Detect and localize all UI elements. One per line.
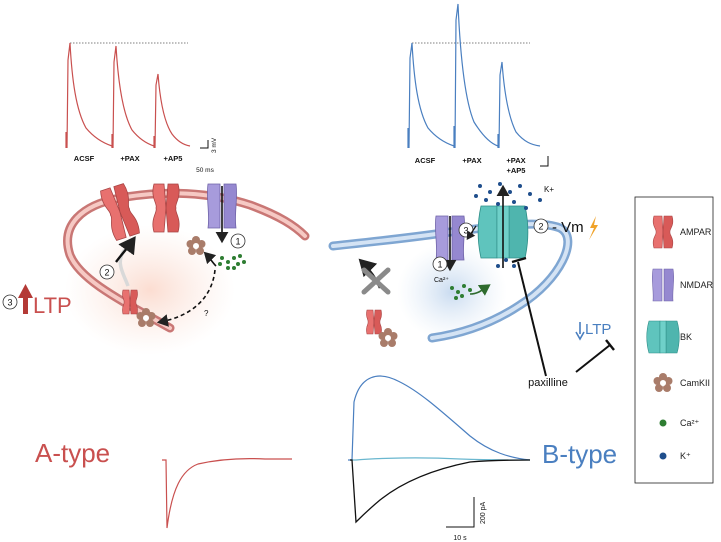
membrane-inner: [331, 222, 570, 340]
step-1-number: 1: [437, 260, 442, 270]
ampar-icon: [100, 183, 140, 241]
lightning-icon: [589, 216, 598, 240]
step-2-circle: [99, 264, 115, 280]
camkii-icon: [136, 308, 156, 327]
cross-icon: [361, 267, 391, 295]
k-label: K+: [544, 185, 554, 194]
step-2-number: 2: [104, 268, 109, 278]
inhibit-bar: [511, 256, 527, 264]
calcium-dots: [450, 284, 472, 300]
b-type-current-trace: B-type 200 pA 10 s: [348, 375, 617, 542]
paxilline-label: paxilline: [528, 377, 568, 389]
legend-label-nmdar: NMDAR: [680, 280, 713, 290]
trace-ap5: [153, 73, 191, 149]
a-type-spine: 1 ? 2 3 LTP: [2, 183, 310, 355]
ca-label: Ca²⁺: [434, 277, 449, 284]
scale-v-label: 3 mV: [211, 137, 218, 153]
ltp-step-number: 3: [7, 298, 12, 308]
cond-label-2: +PAX: [120, 154, 139, 163]
cond-label-2: +PAX: [462, 156, 481, 165]
current-trace-black: [350, 459, 531, 524]
cond-label-3: +AP5: [164, 154, 183, 163]
trafficking-arrow: [156, 269, 216, 327]
trace-acsf: [407, 42, 455, 149]
step-2-number: 2: [538, 222, 543, 232]
step-1-circle: [230, 233, 246, 249]
ampar-icon: [366, 309, 382, 335]
camkii-icon: [186, 236, 206, 255]
ltp-label: LTP: [33, 293, 72, 318]
trace-pax: [111, 45, 155, 149]
b-type-spine: 1 Ca²⁺ 3 K+ 2 - Vm: [328, 182, 615, 389]
step-2-circle: [533, 218, 549, 234]
arrow-up-icon: [18, 284, 33, 314]
scale-t-label: 10 s: [453, 535, 467, 542]
step-1-number: 1: [235, 237, 240, 247]
potassium-dot-icon: [659, 452, 667, 460]
ltp-label: LTP: [585, 321, 611, 338]
question-mark: ?: [204, 309, 209, 318]
scale-bar: [446, 497, 475, 528]
legend-label-k: K⁺: [680, 451, 691, 461]
a-type-title: A-type: [35, 438, 110, 468]
cond-label-3b: +AP5: [507, 166, 526, 175]
step-3-arrow: [466, 225, 477, 240]
a-type-current-trace: A-type: [35, 438, 292, 529]
bk-icon: [646, 320, 680, 354]
activation-arrow: [203, 251, 217, 267]
trace-pax: [453, 3, 499, 149]
scale-bar: [200, 140, 209, 149]
ampar-icon: [152, 183, 180, 233]
arrow-down-icon: [575, 322, 585, 341]
trace-acsf: [65, 42, 113, 149]
ltp-step-circle: [2, 294, 18, 310]
spine-glow: [397, 242, 507, 342]
inhibit-bar: [605, 339, 615, 351]
nmdar-icon: [207, 183, 237, 229]
legend-label-ca: Ca²⁺: [680, 418, 700, 428]
calcium-dots: [218, 254, 246, 270]
insertion-arrow: [115, 236, 136, 263]
camkii-icon: [653, 373, 673, 392]
trace-pax-ap5: [497, 61, 541, 149]
step-3-number: 3: [463, 226, 468, 236]
cond-label-1: ACSF: [415, 156, 436, 165]
b-type-title: B-type: [542, 439, 617, 469]
ca-to-bk-arrow: [469, 284, 491, 296]
scale-t-label: 50 ms: [196, 167, 214, 174]
legend-label-bk: BK: [680, 332, 692, 342]
blocked-insertion: [358, 258, 391, 295]
potassium-dots: [474, 182, 542, 268]
a-type-epsp-traces: ACSF +PAX +AP5 3 mV 50 ms: [65, 42, 218, 174]
nmdar-icon: [651, 268, 675, 302]
paxilline-ltp-line: [575, 344, 611, 373]
legend-label-camkii: CamKII: [680, 378, 710, 388]
spine-glow: [65, 225, 235, 355]
calcium-dot-icon: [659, 419, 667, 427]
paxilline-inhibit-line: [517, 261, 547, 377]
current-trace: [162, 458, 292, 529]
camkii-icon: [378, 328, 398, 347]
ampar-icon: [652, 215, 674, 249]
legend-label-ampar: AMPAR: [680, 227, 712, 237]
ampar-icon: [122, 289, 138, 315]
cond-label-3a: +PAX: [506, 156, 525, 165]
b-type-epsp-traces: ACSF +PAX +PAX +AP5: [407, 3, 549, 175]
current-trace-blue: [348, 375, 531, 461]
step-1-circle: [432, 256, 448, 272]
legend: AMPAR NMDAR BK CamKII Ca²⁺ K⁺: [634, 196, 713, 484]
scale-bar: [540, 156, 549, 167]
scale-i-label: 200 pA: [480, 501, 487, 524]
cond-label-1: ACSF: [74, 154, 95, 163]
vm-label: - Vm: [552, 219, 584, 236]
